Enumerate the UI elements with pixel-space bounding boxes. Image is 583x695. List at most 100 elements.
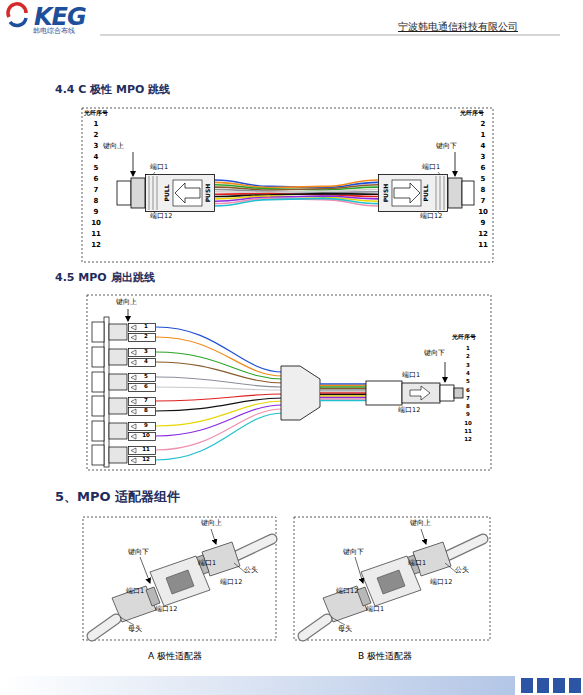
adapter [92, 347, 104, 367]
node-outline [128, 348, 156, 357]
lc-body [129, 407, 156, 415]
lc-connector: 7 [128, 397, 156, 406]
callout-label: 端口12 [150, 213, 172, 220]
fiber [156, 327, 283, 372]
fiber [215, 180, 378, 188]
port-number: 4 [144, 359, 148, 365]
lc-body [129, 333, 156, 341]
node-outline [128, 432, 156, 441]
callout-label: 端口12 [155, 606, 177, 613]
adapter [92, 322, 104, 342]
fiber-number: 12 [91, 242, 101, 250]
grip-line [149, 176, 150, 210]
fiber [215, 180, 378, 188]
fiber-number: 10 [464, 420, 472, 426]
lc-connector: 2 [128, 333, 156, 342]
lc-connector: 5 [128, 373, 156, 382]
lc-body [129, 456, 156, 464]
connector-body [402, 383, 440, 403]
logo-mark [10, 18, 26, 26]
cable [236, 539, 272, 556]
lc-body [129, 373, 156, 381]
port-number: 10 [142, 433, 150, 439]
callout-label: 母头 [128, 626, 142, 633]
node-outline [128, 333, 156, 342]
adapter [109, 374, 127, 390]
company-logo: KEG [34, 4, 86, 30]
company-name: 宁波韩电通信科技有限公司 [398, 21, 518, 32]
lc-body [129, 422, 156, 430]
lc-latch [131, 409, 136, 414]
cable [447, 539, 483, 556]
figure-frame [87, 295, 491, 470]
fiber [215, 198, 378, 206]
lc-body [129, 383, 156, 391]
connector-label: PUSH [383, 184, 389, 203]
fiber-number: 6 [94, 176, 99, 184]
connector-body [146, 175, 215, 212]
fiber [156, 387, 283, 390]
fiber-number: 4 [466, 370, 470, 376]
grip-line [440, 176, 441, 210]
port-number: 9 [144, 423, 148, 429]
ferrule [462, 181, 474, 205]
fiber-number: 2 [94, 132, 99, 140]
fiber [215, 196, 378, 201]
adapter [109, 349, 127, 365]
connector-housing [448, 178, 462, 208]
callout-label: 母头 [338, 626, 352, 633]
arrow-frame [392, 180, 421, 206]
key-arrow [445, 362, 446, 382]
fiber-number: 8 [481, 187, 486, 195]
lc-latch [131, 385, 136, 390]
lc-latch [131, 350, 136, 355]
lc-connector: 9 [128, 422, 156, 431]
fiber-number: 7 [94, 187, 99, 195]
node-outline [128, 446, 156, 455]
lc-connector: 1 [128, 323, 156, 332]
leader-line [120, 617, 134, 625]
adapter-illustration [92, 529, 272, 636]
connector-boot [366, 381, 402, 405]
fiber-number: 3 [466, 362, 470, 368]
lc-body [129, 323, 156, 331]
lc-latch [131, 424, 136, 429]
panel-rail [104, 317, 109, 467]
lc-latch [131, 325, 136, 330]
ferrule [146, 587, 160, 606]
figure-frame [82, 108, 493, 262]
port-number: 7 [144, 398, 148, 404]
column-header: 光纤序号 [460, 110, 484, 117]
leader-line [331, 617, 345, 625]
fiber-number: 1 [466, 345, 470, 351]
fiber-number: 10 [91, 220, 101, 228]
fiber [215, 189, 378, 192]
fiber [320, 400, 366, 401]
fiber-number: 9 [466, 411, 470, 417]
logo-mark [8, 4, 26, 17]
lc-connector: 6 [128, 383, 156, 392]
port-number: 12 [142, 457, 150, 463]
footer-square [553, 678, 565, 693]
fiber [215, 185, 378, 190]
fanout-fibers [156, 327, 283, 460]
callout-label: 键向下 [424, 350, 445, 357]
fiber [156, 401, 283, 426]
key-arrow [133, 152, 134, 176]
lc-latch [131, 360, 136, 365]
adapter [92, 445, 104, 465]
fiber [215, 196, 378, 201]
key-arrow [455, 152, 456, 176]
push-arrow [410, 386, 430, 400]
fiber-number: 6 [466, 387, 470, 393]
lc-body [129, 432, 156, 440]
lc-body [129, 348, 156, 356]
lc-body [129, 397, 156, 405]
fiber-number: 5 [481, 176, 486, 184]
cable [236, 539, 272, 556]
footer-square [569, 678, 581, 693]
mpo-connector: PUSHPULL [378, 174, 448, 212]
fiber [320, 397, 366, 398]
node-outline [128, 407, 156, 416]
